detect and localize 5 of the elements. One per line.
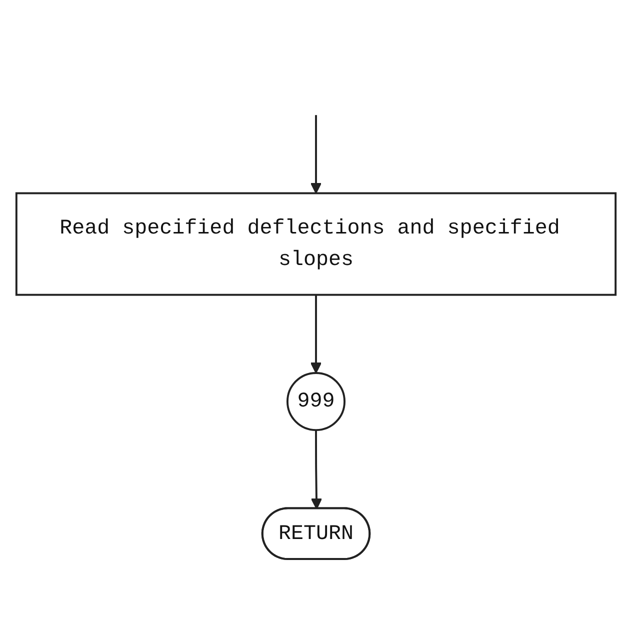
arrow [310, 294, 322, 374]
node-box: Read specified deflections and specified slopes [15, 192, 617, 296]
node-circle: 999 [286, 372, 346, 432]
arrow [310, 115, 322, 194]
arrow [310, 430, 322, 510]
